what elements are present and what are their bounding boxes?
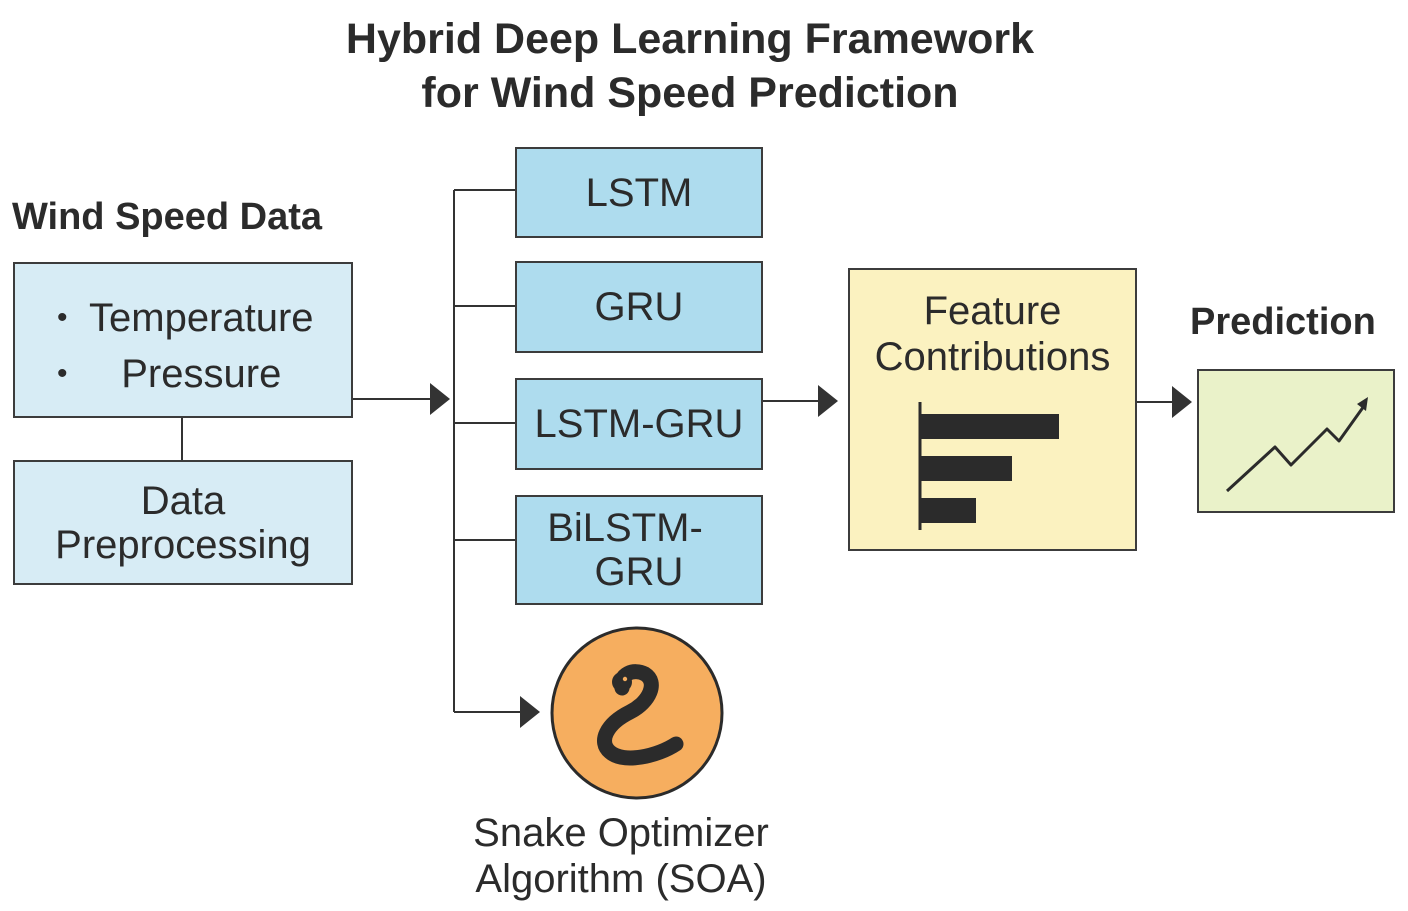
feature-contributions-box: Feature Contributions	[848, 268, 1137, 551]
soa-label-line-2: Algorithm (SOA)	[475, 857, 767, 901]
contribution-bar	[921, 414, 1059, 439]
preprocessing-label-line-2: Preprocessing	[55, 522, 311, 567]
feature-contributions-line-2: Contributions	[874, 335, 1111, 379]
model-box-lstm-gru: LSTM-GRU	[515, 378, 763, 470]
model-label: LSTM	[585, 170, 693, 215]
snake-icon	[597, 664, 684, 766]
model-label-line-2: GRU	[594, 550, 684, 594]
arrow-to-models	[430, 383, 450, 415]
title-line-2: for Wind Speed Prediction	[421, 69, 959, 117]
input-heading: Wind Speed Data	[12, 196, 323, 238]
trend-up-icon	[1225, 397, 1368, 493]
arrow-to-soa	[520, 696, 540, 728]
bar-chart-icon	[918, 402, 1059, 530]
feature-contributions-line-1: Feature	[923, 289, 1062, 333]
model-box-lstm: LSTM	[515, 147, 763, 238]
contribution-bar	[921, 498, 976, 523]
prediction-box	[1197, 369, 1395, 513]
feature-contributions-label: Feature Contributions	[850, 288, 1135, 380]
soa-label-line-1: Snake Optimizer	[473, 811, 769, 855]
feature-item: Pressure	[37, 346, 314, 402]
feature-item: Temperature	[37, 290, 314, 346]
model-label: GRU	[594, 285, 684, 329]
arrow-to-prediction	[1172, 386, 1192, 418]
diagram-title: Hybrid Deep Learning Framework for Wind …	[0, 12, 1380, 120]
contribution-bar	[921, 456, 1012, 481]
prediction-heading: Prediction	[1190, 301, 1376, 343]
soa-label: Snake Optimizer Algorithm (SOA)	[440, 810, 802, 902]
preprocessing-label-line-1: Data	[140, 478, 226, 523]
arrow-to-features	[818, 385, 838, 417]
model-box-gru: GRU	[515, 261, 763, 353]
model-box-bilstm-gru: BiLSTM- GRU	[515, 495, 763, 605]
snake-optimizer-circle	[550, 626, 724, 800]
input-features-box: Temperature Pressure	[13, 262, 353, 418]
preprocessing-box: Data Preprocessing	[13, 460, 353, 585]
model-label-line-1: BiLSTM-	[547, 506, 703, 550]
feature-list: Temperature Pressure	[37, 290, 314, 402]
title-line-1: Hybrid Deep Learning Framework	[345, 15, 1035, 63]
model-label: LSTM-GRU	[534, 402, 744, 446]
